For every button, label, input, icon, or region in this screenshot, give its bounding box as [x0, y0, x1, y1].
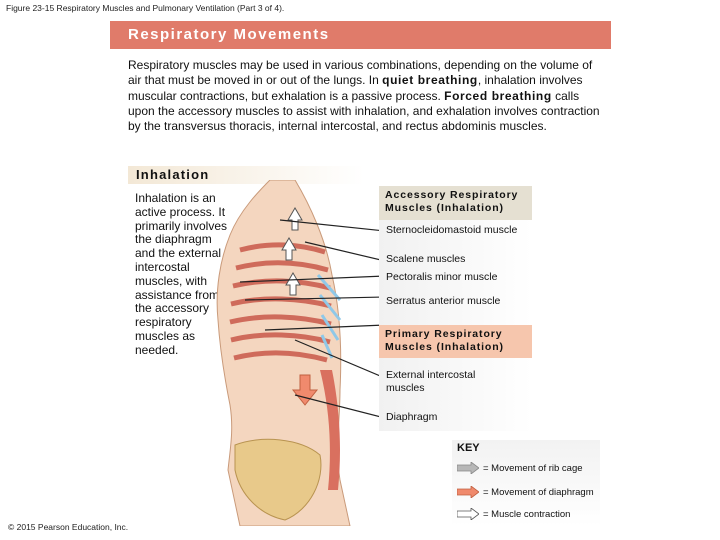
muscle-label-external-intercostal: External intercostal muscles	[386, 369, 476, 394]
key-row-contraction: = Muscle contraction	[457, 507, 570, 521]
banner-title: Respiratory Movements	[110, 21, 611, 49]
key-row-rib-cage: = Movement of rib cage	[457, 461, 583, 475]
forced-breathing-term: Forced breathing	[444, 88, 552, 103]
accessory-muscles-heading: Accessory Respiratory Muscles (Inhalatio…	[379, 186, 532, 220]
muscle-label-sternocleidomastoid: Sternocleidomastoid muscle	[386, 224, 518, 236]
key-label-contraction: = Muscle contraction	[483, 508, 571, 520]
key-label-rib-cage: = Movement of rib cage	[483, 462, 583, 474]
intro-text-2: , inhalation involves muscular contracti…	[128, 73, 583, 103]
muscle-label-scalene: Scalene muscles	[386, 253, 466, 265]
section-title-inhalation: Inhalation	[128, 166, 364, 184]
thorax-illustration	[216, 180, 386, 526]
contraction-arrow-icon	[457, 508, 479, 520]
muscle-label-serratus-anterior: Serratus anterior muscle	[386, 295, 501, 307]
muscle-label-diaphragm: Diaphragm	[386, 411, 438, 423]
intro-paragraph: Respiratory muscles may be used in vario…	[128, 58, 608, 134]
copyright: © 2015 Pearson Education, Inc.	[8, 522, 129, 532]
primary-muscles-heading: Primary Respiratory Muscles (Inhalation)	[379, 325, 532, 358]
key-row-diaphragm: = Movement of diaphragm	[457, 485, 594, 499]
key-title: KEY	[457, 442, 480, 454]
pelvis	[234, 438, 322, 521]
rib-cage-arrow-icon	[457, 462, 479, 474]
diaphragm-arrow	[291, 374, 319, 406]
muscle-label-pectoralis-minor: Pectoralis minor muscle	[386, 271, 498, 283]
key-box	[452, 440, 600, 526]
rectus-abdominis	[320, 370, 340, 490]
key-label-diaphragm: = Movement of diaphragm	[483, 486, 594, 498]
leader-lines	[239, 219, 386, 419]
muscle-panel	[379, 186, 532, 431]
quiet-breathing-term: quiet breathing	[382, 73, 478, 88]
figure-caption: Figure 23-15 Respiratory Muscles and Pul…	[6, 3, 285, 13]
inhalation-description: Inhalation is an active process. It prim…	[135, 191, 228, 357]
intro-text-1: Respiratory muscles may be used in vario…	[128, 58, 593, 88]
intro-text-3: calls upon the accessory muscles to assi…	[128, 88, 600, 134]
diaphragm-arrow-icon	[457, 486, 479, 498]
